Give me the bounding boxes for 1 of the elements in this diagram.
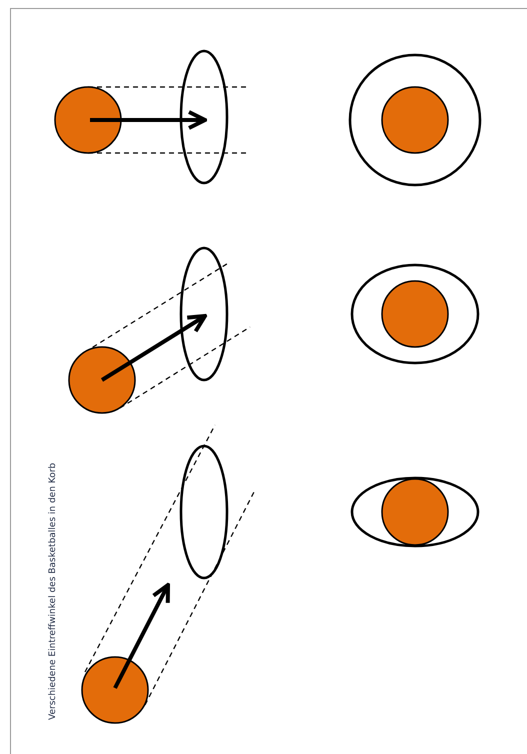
caption: Verschiedene Eintreffwinkel des Basketballes in den Korb [48,462,58,720]
